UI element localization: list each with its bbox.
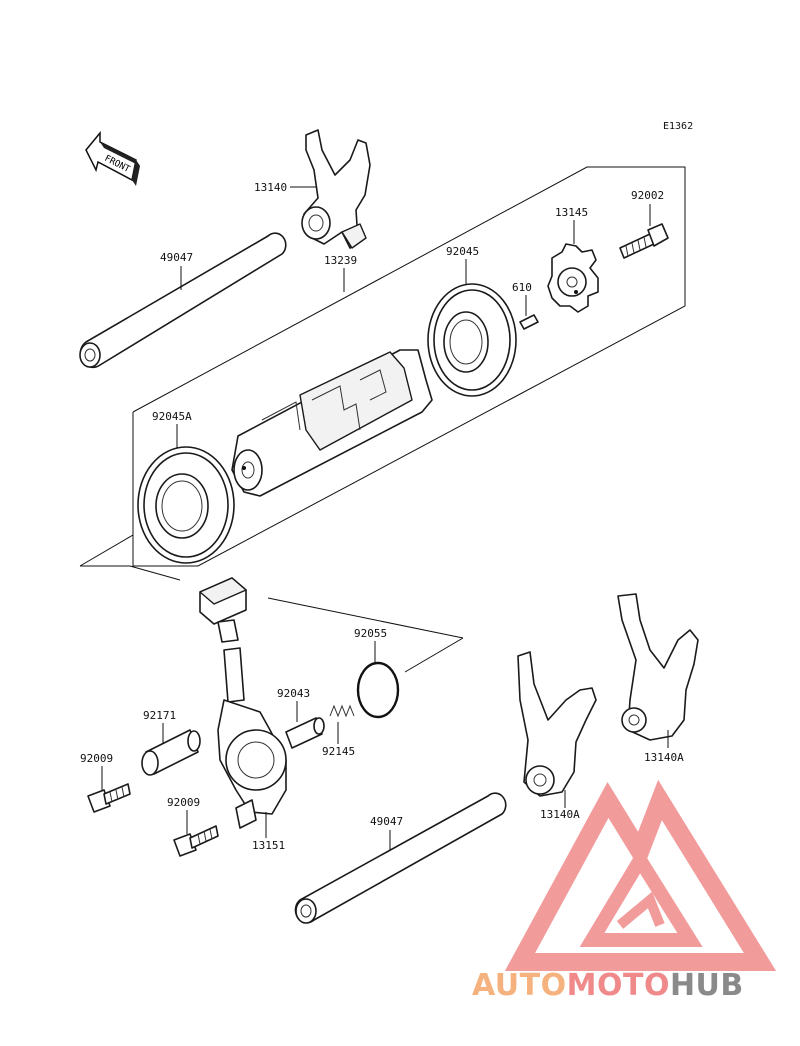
shift-rod-bottom: [294, 792, 507, 924]
shift-rod-top: [79, 232, 287, 369]
shift-drum: [231, 349, 433, 497]
label-92009-b: 92009: [167, 796, 200, 809]
collar-92171: [141, 729, 201, 776]
brand-part-auto: AUTO: [472, 968, 567, 1003]
label-13239: 13239: [324, 254, 357, 267]
bearing-left: [137, 446, 235, 564]
spring-92145: [329, 704, 355, 718]
label-92043: 92043: [277, 687, 310, 700]
lower-leader-lines: [267, 597, 464, 673]
pin-610: [519, 314, 539, 330]
bolt-92002: [619, 223, 669, 259]
label-92171: 92171: [143, 709, 176, 722]
label-13140A-left: 13140A: [540, 808, 580, 821]
label-13151: 13151: [252, 839, 285, 852]
label-92045A: 92045A: [152, 410, 192, 423]
bolt-92009-b: [173, 825, 219, 857]
bearing-right: [427, 283, 517, 397]
o-ring-92055: [356, 661, 400, 719]
shift-shaft-cap: [199, 577, 247, 625]
watermark-logo-icon: [504, 779, 777, 971]
svg-text:AUTOMOTOHUB: AUTOMOTOHUB: [472, 968, 744, 1003]
front-arrow-icon: FRONT: [85, 130, 140, 186]
shift-fork-lower-right: [617, 593, 699, 741]
drum-cam: [547, 243, 599, 313]
label-13140: 13140: [254, 181, 287, 194]
label-92145: 92145: [322, 745, 355, 758]
label-13140A-right: 13140A: [644, 751, 684, 764]
watermark-brand: AUTOMOTOHUB: [472, 968, 744, 1003]
pin-92043: [285, 717, 325, 749]
shift-arm-13151: [217, 699, 287, 829]
bolt-92009-a: [87, 783, 131, 813]
shift-fork-lower-left: [517, 651, 597, 797]
brand-part-hub: HUB: [670, 968, 744, 1003]
label-92055: 92055: [354, 627, 387, 640]
label-92002: 92002: [631, 189, 664, 202]
shift-shaft: [217, 619, 245, 703]
drum-assembly-frame: [79, 166, 686, 581]
label-92045: 92045: [446, 245, 479, 258]
shift-fork-top: [301, 129, 371, 249]
label-610: 610: [512, 281, 532, 294]
label-49047-top: 49047: [160, 251, 193, 264]
label-49047-bottom: 49047: [370, 815, 403, 828]
diagram-code: E1362: [663, 121, 693, 132]
label-92009-a: 92009: [80, 752, 113, 765]
brand-part-moto: MOTO: [567, 968, 670, 1003]
label-13145: 13145: [555, 206, 588, 219]
